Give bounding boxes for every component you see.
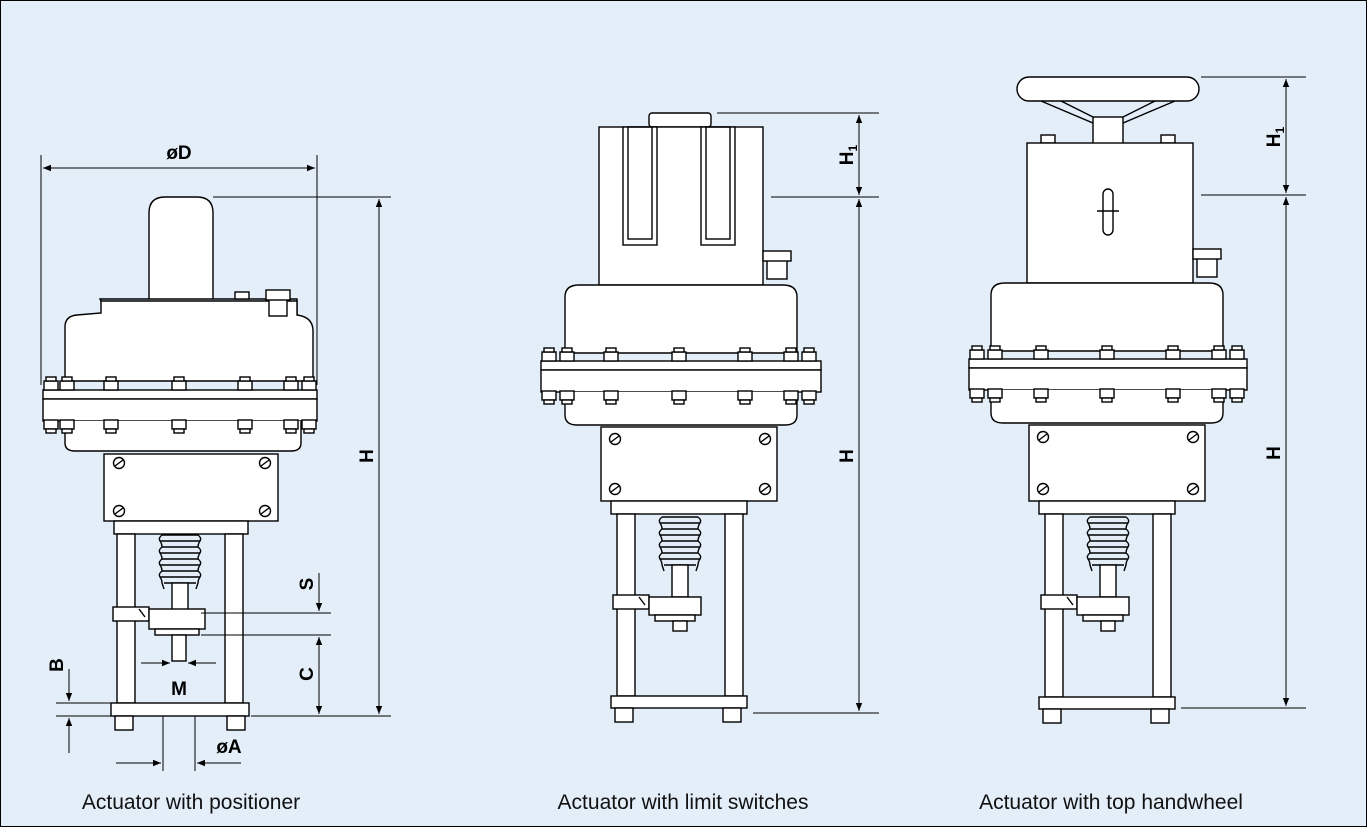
actuator-with-top-handwheel: H1 H (968, 76, 1306, 724)
actuator-with-positioner: øD H S C B M øA (40, 143, 391, 771)
svg-text:H1: H1 (837, 144, 860, 165)
dimension-label-h1-right: H (1264, 133, 1285, 147)
dimension-label-diameter-a: øA (216, 737, 242, 758)
dimension-label-h-middle: H (837, 449, 858, 463)
dimension-label-m: M (171, 679, 187, 700)
caption-actuator-with-positioner: Actuator with positioner (81, 791, 301, 814)
caption-actuator-with-limit-switches: Actuator with limit switches (557, 791, 809, 814)
dimension-label-h-right: H (1264, 446, 1285, 460)
dimension-label-h1-middle: H (837, 151, 858, 165)
dimension-label-diameter-d: øD (166, 143, 191, 164)
dimension-subscript-h1-middle: 1 (846, 144, 860, 151)
svg-text:H1: H1 (1264, 126, 1287, 147)
caption-actuator-with-top-handwheel: Actuator with top handwheel (979, 791, 1243, 814)
actuator-with-limit-switches: H1 H (540, 112, 879, 723)
dimension-subscript-h1-right: 1 (1273, 126, 1287, 133)
dimension-label-b: B (47, 658, 68, 672)
dimension-label-h-left: H (357, 449, 378, 463)
dimension-label-c: C (297, 667, 318, 681)
dimension-label-s: S (297, 578, 318, 591)
